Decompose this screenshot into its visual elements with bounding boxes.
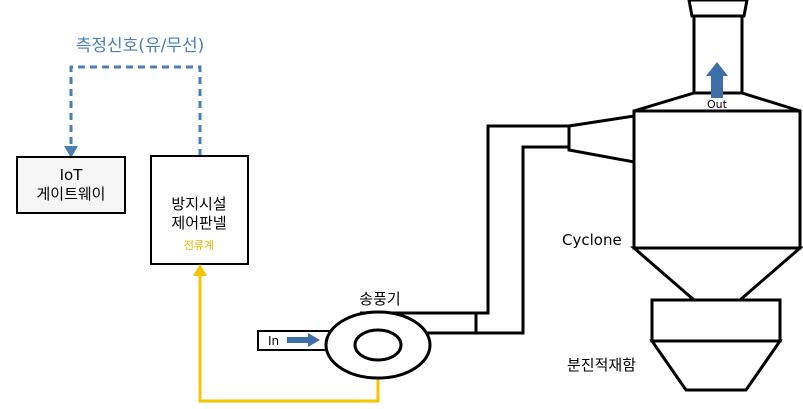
panel-label-line2: 제어판넬	[171, 214, 226, 232]
cyclone-body	[632, 109, 802, 250]
ammeter-label: 전류계	[184, 239, 214, 252]
control-panel-box	[150, 155, 249, 265]
outlet-arrow-icon	[706, 62, 728, 98]
current-line	[198, 272, 380, 403]
gateway-label-line2: 게이트웨이	[36, 185, 105, 203]
current-arrowhead	[193, 264, 207, 276]
duct-inner	[405, 145, 569, 335]
signal-label: 측정신호(유/무선)	[76, 36, 204, 56]
blower-label: 송풍기	[359, 290, 400, 308]
cyclone-inlet	[567, 114, 636, 164]
iot-gateway-box	[16, 156, 126, 214]
outlet-label: Out	[707, 98, 728, 111]
dust-bin-hopper	[649, 339, 783, 392]
cyclone-cone	[629, 246, 803, 302]
cyclone-label: Cyclone	[562, 231, 622, 249]
blower-impeller	[353, 328, 403, 362]
stack-cap	[687, 0, 749, 18]
inlet-arrow-icon	[287, 333, 320, 347]
duct-outer	[360, 124, 569, 315]
signal-line	[69, 65, 202, 156]
signal-arrowhead	[64, 146, 78, 158]
dust-bin-box	[650, 298, 782, 343]
panel-label-line1: 방지시설	[171, 195, 226, 213]
gateway-label-line1: IoT	[60, 166, 84, 184]
inlet-label: In	[268, 334, 279, 348]
dust-bin-label: 분진적재함	[567, 356, 636, 374]
